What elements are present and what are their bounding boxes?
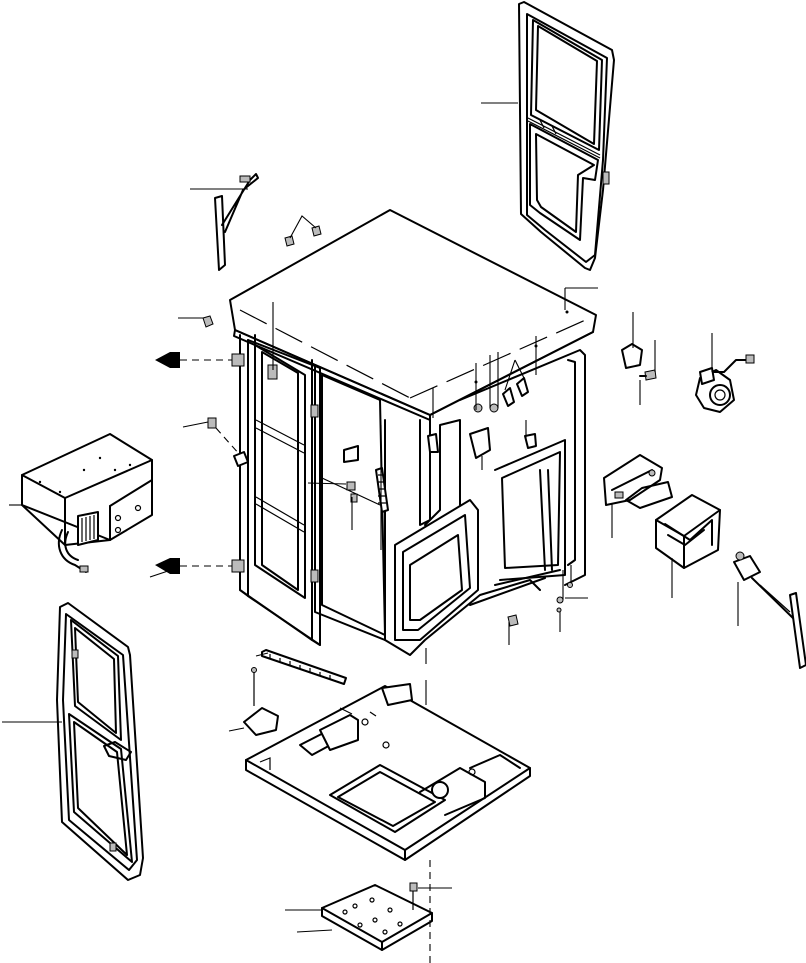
inspection-cover	[321, 884, 433, 951]
wiper-arm-front	[214, 173, 259, 271]
left-door	[56, 602, 144, 881]
clips	[507, 582, 573, 627]
air-conditioner-unit	[21, 433, 153, 573]
callout-leader	[255, 652, 269, 657]
seal-strip	[261, 649, 347, 685]
callout-leader	[149, 570, 169, 578]
clips	[409, 882, 418, 910]
callout-leader	[228, 727, 245, 732]
mounting-pins	[155, 352, 249, 574]
right-door	[518, 1, 615, 271]
callout-leader	[296, 929, 333, 933]
small-cover-plate	[243, 667, 279, 736]
wiper-motor-cover	[603, 454, 673, 509]
wiper-arm-right	[733, 551, 806, 669]
callout-leaders-top	[272, 287, 598, 645]
floor-plate	[245, 683, 531, 861]
cab-frame-with-roof	[229, 209, 597, 656]
clips	[178, 215, 322, 328]
wiper-motor	[695, 354, 755, 413]
callout-leader	[182, 421, 209, 428]
wiper-motor-bracket	[655, 494, 721, 569]
door-catch	[621, 343, 657, 381]
gas-spring	[375, 467, 389, 513]
